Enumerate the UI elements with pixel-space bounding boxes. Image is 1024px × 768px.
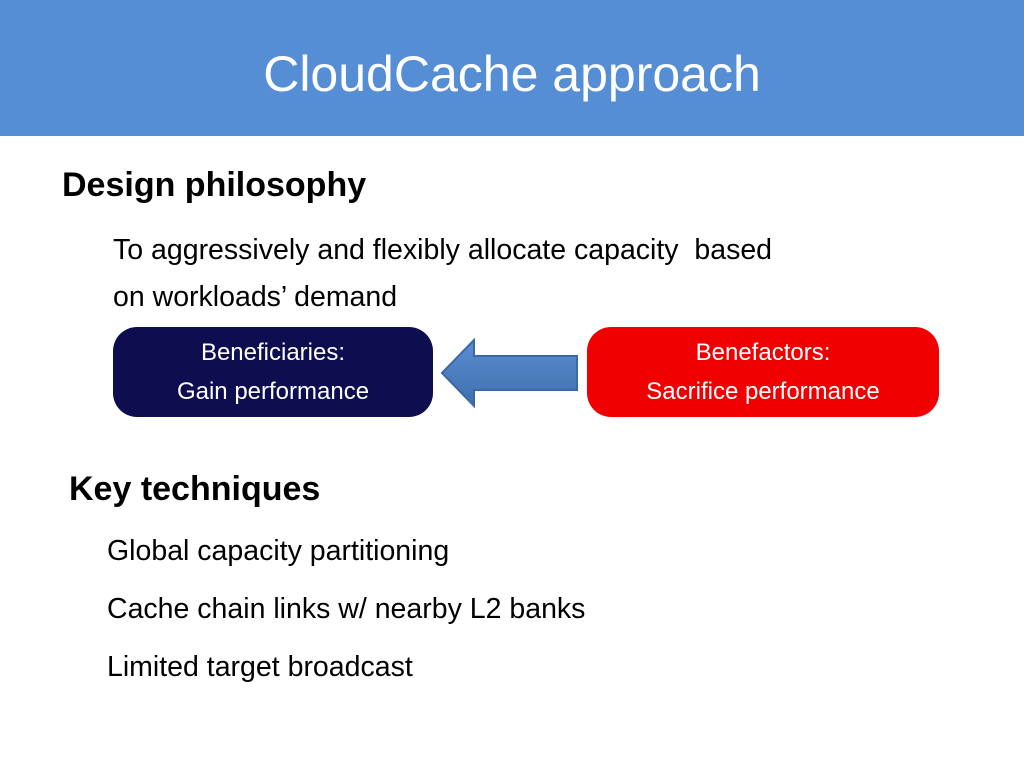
technique-item: Global capacity partitioning <box>107 535 450 567</box>
technique-item: Limited target broadcast <box>107 651 413 683</box>
slide-title: CloudCache approach <box>263 46 761 102</box>
beneficiaries-description: Gain performance <box>176 378 370 405</box>
key-techniques-heading: Key techniques <box>69 470 321 508</box>
design-philosophy-line-2: on workloads’ demand <box>113 281 398 313</box>
title-bar <box>0 0 1024 136</box>
benefactors-label: Benefactors: <box>695 339 831 366</box>
benefactors-description: Sacrifice performance <box>646 378 880 405</box>
beneficiaries-label: Beneficiaries: <box>200 339 346 366</box>
benefactors-box: Benefactors: Sacrifice performance <box>587 327 939 417</box>
technique-item: Cache chain links w/ nearby L2 banks <box>107 593 586 625</box>
design-philosophy-text: To aggressively and flexibly allocate ca… <box>113 227 963 321</box>
beneficiaries-box: Beneficiaries: Gain performance <box>113 327 433 417</box>
design-philosophy-heading: Design philosophy <box>62 166 367 204</box>
design-philosophy-line-1: To aggressively and flexibly allocate ca… <box>113 234 773 266</box>
left-arrow-icon <box>440 338 578 408</box>
